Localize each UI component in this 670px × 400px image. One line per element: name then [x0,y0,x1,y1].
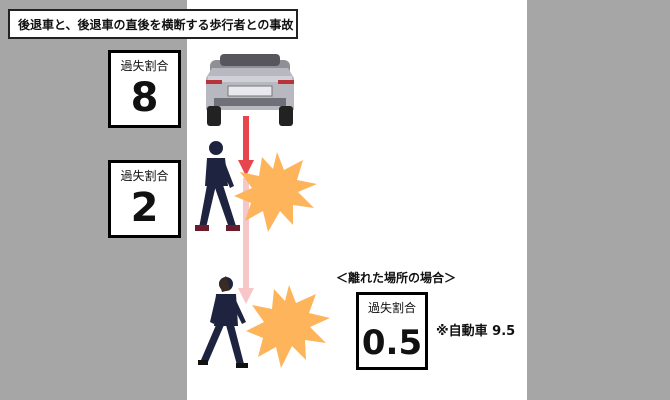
car-ratio-note: ※自動車 9.5 [436,324,516,339]
fault-ratio-label: 過失割合 [120,169,169,183]
scenario-title: 後退車と、後退車の直後を横断する歩行者との事故 [8,9,298,39]
impact-burst-icon [234,152,317,232]
fault-ratio-label: 過失割合 [120,59,169,73]
fault-ratio-box-pedestrian: 過失割合 2 [108,160,181,238]
fault-ratio-box-car: 過失割合 8 [108,50,181,128]
impact-burst-icon [246,285,330,368]
pedestrian-icon [198,276,248,368]
distant-place-caption: ＜離れた場所の場合＞ [336,271,457,285]
reverse-arrow-light [238,178,254,304]
fault-ratio-value: 8 [130,75,159,121]
reverse-arrow-strong [238,116,254,176]
fault-ratio-label: 過失割合 [367,301,416,315]
car-icon [206,54,294,126]
pedestrian-icon [195,141,240,231]
fault-ratio-value: 0.5 [361,323,423,363]
fault-ratio-value: 2 [130,185,159,231]
fault-ratio-box-distant: 過失割合 0.5 [356,292,428,370]
